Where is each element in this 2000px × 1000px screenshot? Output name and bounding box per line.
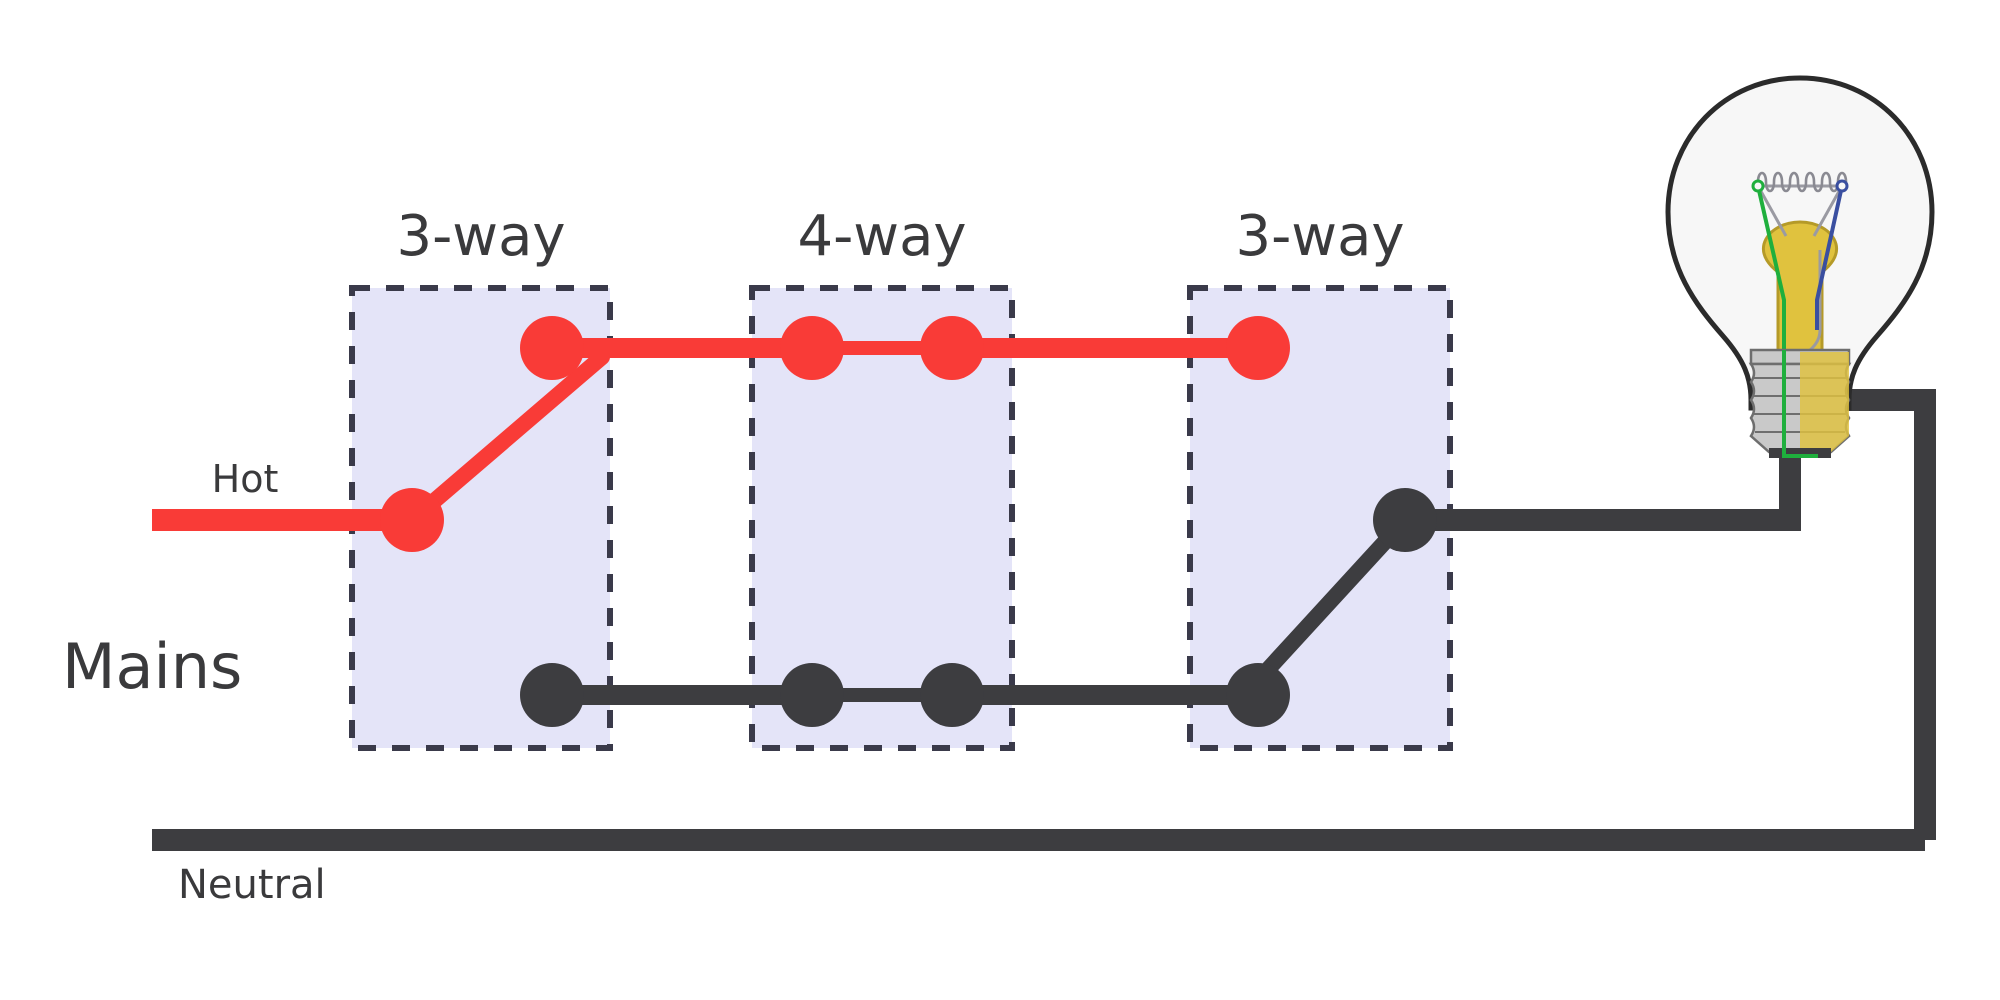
terminal-neutral-right-common[interactable] <box>1373 488 1437 552</box>
neutral-terminals <box>520 488 1437 727</box>
wire-hot-switch-blade <box>404 349 610 528</box>
terminal-hot-mid-traveler-a[interactable] <box>780 316 844 380</box>
label-mains: Mains <box>62 630 242 703</box>
label-switch-middle: 4-way <box>797 204 966 269</box>
light-bulb[interactable] <box>1665 75 1935 458</box>
label-hot: Hot <box>212 457 279 501</box>
bulb-filament-icon <box>1756 171 1848 193</box>
bulb-lead-blue-node-icon <box>1835 179 1849 193</box>
hot-terminals <box>380 316 1290 552</box>
label-switch-left: 3-way <box>396 204 565 269</box>
terminal-hot-left-traveler[interactable] <box>520 316 584 380</box>
terminal-neutral-mid-traveler-a[interactable] <box>780 663 844 727</box>
bulb-lead-green-tip-icon <box>1782 350 1818 458</box>
terminal-neutral-right-traveler[interactable] <box>1226 663 1290 727</box>
terminal-hot-mid-traveler-b[interactable] <box>920 316 984 380</box>
terminal-neutral-left-traveler[interactable] <box>520 663 584 727</box>
hot-wiring <box>152 338 1258 531</box>
bulb-lead-blue-icon <box>1815 185 1844 330</box>
wire-lamp-return <box>1820 389 1936 840</box>
terminal-neutral-mid-traveler-b[interactable] <box>920 663 984 727</box>
terminal-hot-right-traveler[interactable] <box>1226 316 1290 380</box>
bulb-screw-base-icon <box>1748 348 1852 458</box>
bulb-lead-green-node-icon <box>1751 179 1765 193</box>
label-switch-right: 3-way <box>1235 204 1404 269</box>
wire-lamp-live <box>1405 408 1801 531</box>
terminal-hot-left-common[interactable] <box>380 488 444 552</box>
label-neutral: Neutral <box>178 862 326 908</box>
bulb-support-wires-icon <box>1756 184 1844 361</box>
